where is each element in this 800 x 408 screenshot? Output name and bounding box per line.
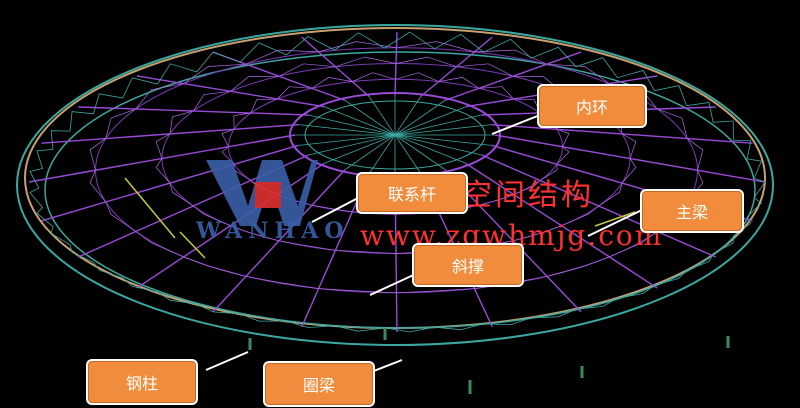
inner-spoke: [394, 106, 466, 136]
logo-square: [255, 182, 281, 208]
outer-ring-teal: [16, 24, 774, 346]
pointer-steel-column: [205, 351, 249, 371]
callout-label: 斜撑: [451, 257, 484, 276]
inner-spoke: [324, 134, 396, 164]
truss-zigzag: [155, 56, 637, 254]
callout-tie-bar: 联系杆: [356, 172, 468, 214]
callout-inner-ring: 内环: [537, 84, 647, 128]
inner-spoke: [394, 124, 492, 136]
inner-spoke: [308, 114, 396, 136]
wanhao-logo: [206, 160, 318, 226]
inner-spoke: [394, 114, 482, 136]
pointer-main-beam: [587, 208, 645, 237]
pointer-tie-bar: [311, 197, 359, 223]
truss-zigzag: [89, 41, 704, 294]
inner-spoke: [308, 134, 396, 156]
inner-spoke: [344, 134, 396, 170]
inner-spoke: [394, 134, 422, 174]
diagonal-brace: [124, 177, 176, 239]
callout-label: 内环: [575, 98, 608, 117]
inner-spoke: [368, 134, 396, 174]
inner-spoke: [368, 96, 396, 136]
callout-steel-column: 钢柱: [86, 359, 198, 405]
inner-spoke: [394, 134, 446, 170]
callout-label: 联系杆: [387, 185, 436, 204]
pointer-diagonal-brace: [369, 271, 421, 296]
inner-spoke: [394, 134, 482, 156]
truss-zigzag: [221, 72, 570, 215]
callout-label: 圈梁: [302, 376, 335, 395]
callout-label: 钢柱: [125, 374, 158, 393]
callout-ring-beam: 圈梁: [263, 361, 375, 407]
inner-spoke: [298, 124, 396, 136]
inner-spoke: [394, 134, 492, 146]
inner-spoke: [394, 100, 446, 136]
truss-lattice: [29, 31, 766, 333]
inner-spoke: [324, 106, 396, 136]
middle-ring: [44, 51, 756, 329]
inner-spoke: [394, 96, 422, 136]
callout-diagonal-brace: 斜撑: [412, 243, 524, 287]
callout-main-beam: 主梁: [640, 189, 744, 233]
callout-label: 主梁: [675, 203, 708, 222]
pointer-inner-ring: [491, 114, 541, 135]
inner-spoke: [298, 134, 396, 146]
logo-text: WANHAO: [196, 218, 350, 244]
ring-beam-truss: [29, 31, 766, 333]
diagonal-brace: [179, 231, 206, 259]
inner-spoke: [394, 134, 466, 164]
diagonal-brace: [594, 211, 636, 227]
steel-columns: [248, 328, 730, 394]
inner-spoke: [344, 100, 396, 136]
